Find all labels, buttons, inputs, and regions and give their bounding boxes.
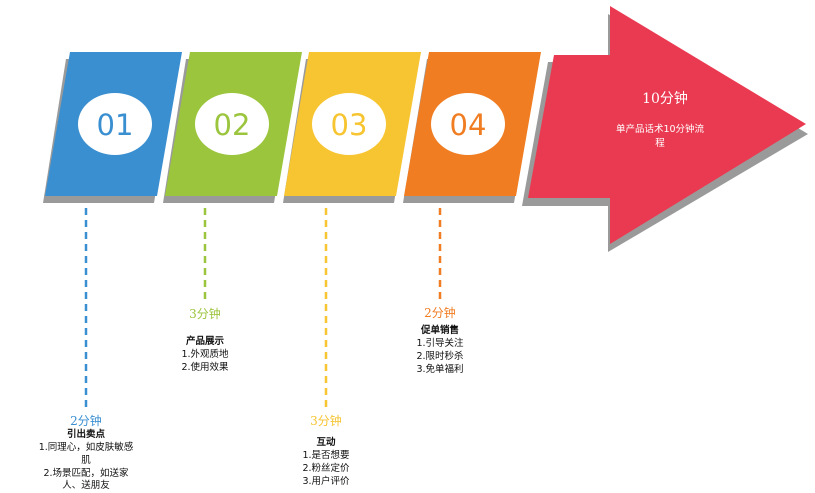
step-3-details: 3分钟 互动 1.是否想要 2.粉丝定价 3.用户评价 bbox=[276, 413, 376, 488]
arrow-subtitle-line1: 单产品话术10分钟流 bbox=[616, 123, 705, 135]
step-3-number: 03 bbox=[331, 108, 368, 142]
step-3-time: 3分钟 bbox=[310, 414, 342, 428]
arrow-subtitle-line2: 程 bbox=[655, 138, 665, 149]
step-1-item-3: 2.场景匹配，如送家 bbox=[43, 467, 129, 479]
step-2-item-2: 2.使用效果 bbox=[181, 361, 229, 373]
step-1-badge bbox=[78, 93, 152, 155]
step-1-title: 引出卖点 bbox=[66, 429, 105, 441]
step-1-item-2: 肌 bbox=[81, 454, 91, 466]
step-1-item-1: 1.同理心，如皮肤敏感 bbox=[38, 442, 134, 453]
step-1-number: 01 bbox=[97, 108, 134, 142]
step-3-title: 互动 bbox=[316, 437, 336, 449]
step-4-item-3: 3.免单福利 bbox=[416, 363, 464, 375]
arrow-title: 10分钟 bbox=[642, 90, 688, 107]
step-1-details: 2分钟 引出卖点 1.同理心，如皮肤敏感 肌 2.场景匹配，如送家 人、送朋友 bbox=[26, 413, 146, 493]
step-1-time: 2分钟 bbox=[70, 414, 102, 428]
step-2-time: 3分钟 bbox=[189, 307, 221, 321]
step-4-item-1: 1.引导关注 bbox=[416, 338, 464, 349]
step-2-item-1: 1.外观质地 bbox=[181, 349, 229, 360]
step-2-badge bbox=[195, 93, 269, 155]
step-2-title: 产品展示 bbox=[185, 336, 224, 348]
step-4-number: 04 bbox=[450, 108, 487, 142]
step-3-item-2: 2.粉丝定价 bbox=[302, 462, 350, 474]
step-4-item-2: 2.限时秒杀 bbox=[416, 350, 464, 362]
step-4-title: 促单销售 bbox=[420, 325, 459, 337]
step-4-badge bbox=[431, 93, 505, 155]
step-3-badge bbox=[312, 93, 386, 155]
step-3-item-3: 3.用户评价 bbox=[302, 475, 350, 487]
step-4-details: 2分钟 促单销售 1.引导关注 2.限时秒杀 3.免单福利 bbox=[390, 305, 490, 376]
step-2-number: 02 bbox=[214, 108, 251, 142]
step-1-item-4: 人、送朋友 bbox=[62, 480, 110, 492]
step-4-time: 2分钟 bbox=[424, 306, 456, 320]
step-3-item-1: 1.是否想要 bbox=[302, 450, 350, 461]
big-arrow bbox=[528, 6, 806, 244]
step-2-details: 3分钟 产品展示 1.外观质地 2.使用效果 bbox=[155, 306, 255, 375]
